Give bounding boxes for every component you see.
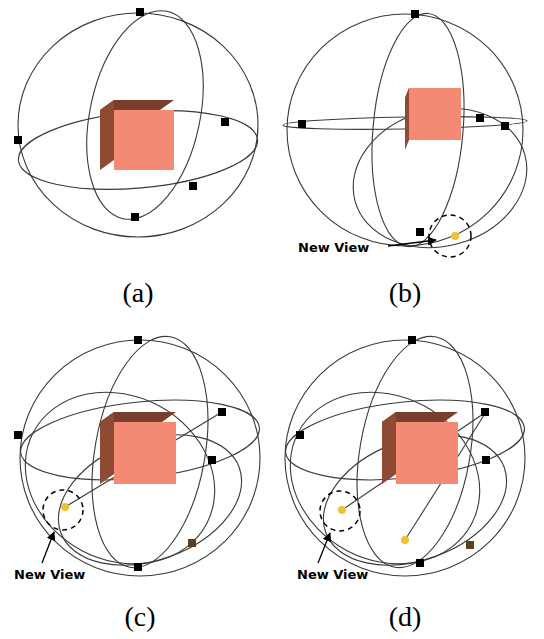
view-marker [221, 118, 229, 126]
sphere-panel [0, 327, 263, 596]
cube [382, 412, 458, 484]
great-circle [69, 0, 221, 230]
great-circle [15, 102, 261, 199]
view-marker [416, 228, 424, 236]
new-view-label: New View [14, 568, 85, 582]
view-marker [411, 10, 419, 18]
highlight-ring [320, 491, 360, 531]
sphere-panel [260, 327, 528, 596]
leader-arrow [42, 532, 54, 563]
view-marker [14, 431, 22, 439]
great-circle [0, 360, 245, 597]
highlight-ring [43, 490, 83, 530]
view-marker [134, 336, 142, 344]
cube [100, 100, 174, 170]
view-marker [482, 456, 490, 464]
great-circle [260, 360, 510, 597]
panel-caption: (a) [122, 278, 153, 309]
new-view-marker [451, 232, 459, 240]
view-marker [481, 408, 489, 416]
view-marker [131, 213, 139, 221]
panel-caption: (b) [389, 278, 422, 309]
view-marker [416, 559, 424, 567]
new-view-label: New View [297, 568, 368, 582]
great-circle [76, 327, 225, 577]
leader-arrow [388, 240, 436, 246]
panel-caption: (d) [389, 602, 422, 633]
panel-caption: (c) [124, 602, 155, 633]
new-view-label: New View [298, 241, 369, 255]
view-marker [466, 541, 474, 549]
view-marker [189, 182, 197, 190]
sphere-panel [14, 0, 261, 237]
great-circle [363, 10, 473, 251]
new-view-marker [338, 506, 346, 514]
view-marker [134, 563, 142, 571]
great-circle [20, 340, 260, 576]
great-circle [282, 390, 529, 491]
view-line [65, 412, 222, 507]
great-circle [285, 340, 525, 576]
cube [405, 88, 461, 150]
great-circle [341, 327, 490, 577]
great-circle [18, 13, 258, 237]
view-marker [296, 431, 304, 439]
great-circle [17, 390, 264, 491]
view-marker [188, 539, 196, 547]
view-marker [14, 136, 22, 144]
highlight-ring [429, 215, 471, 257]
view-marker [408, 336, 416, 344]
great-circle [287, 14, 523, 246]
cube [100, 412, 176, 484]
view-marker [136, 8, 144, 16]
view-marker [298, 120, 306, 128]
sphere-panel [283, 10, 543, 267]
view-line [342, 412, 486, 510]
view-marker [501, 122, 509, 130]
new-view-marker [61, 503, 69, 511]
leader-arrow [318, 533, 330, 563]
view-marker [476, 114, 484, 122]
new-view-marker [401, 536, 409, 544]
view-marker [208, 456, 216, 464]
view-marker [218, 408, 226, 416]
